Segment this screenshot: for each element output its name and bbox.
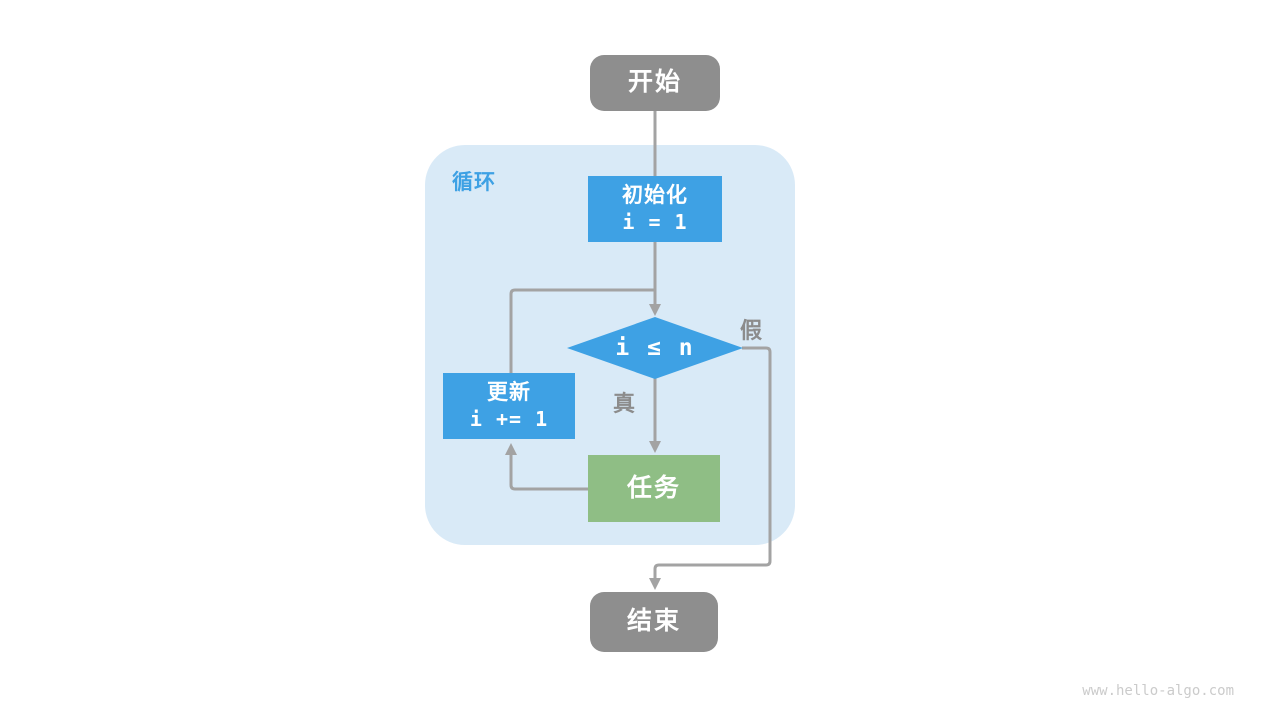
node-update-code: i += 1 (469, 407, 549, 432)
node-update-title: 更新 (487, 380, 531, 404)
node-start: 开始 (590, 55, 720, 111)
site-watermark: www.hello-algo.com (1082, 683, 1234, 699)
node-initialize-code: i = 1 (622, 210, 688, 235)
edge-label-true: 真 (613, 391, 636, 416)
node-task: 任务 (588, 455, 720, 522)
node-task-label: 任务 (626, 473, 681, 502)
node-initialize-title: 初始化 (622, 183, 688, 207)
node-end-label: 结束 (626, 607, 681, 636)
loop-container-label: 循环 (452, 171, 496, 194)
node-start-label: 开始 (627, 68, 682, 97)
edge-label-false: 假 (740, 318, 763, 343)
node-update: 更新 i += 1 (443, 373, 575, 439)
node-initialize: 初始化 i = 1 (588, 176, 722, 242)
node-end: 结束 (590, 592, 718, 652)
node-condition-code: i ≤ n (615, 335, 695, 361)
